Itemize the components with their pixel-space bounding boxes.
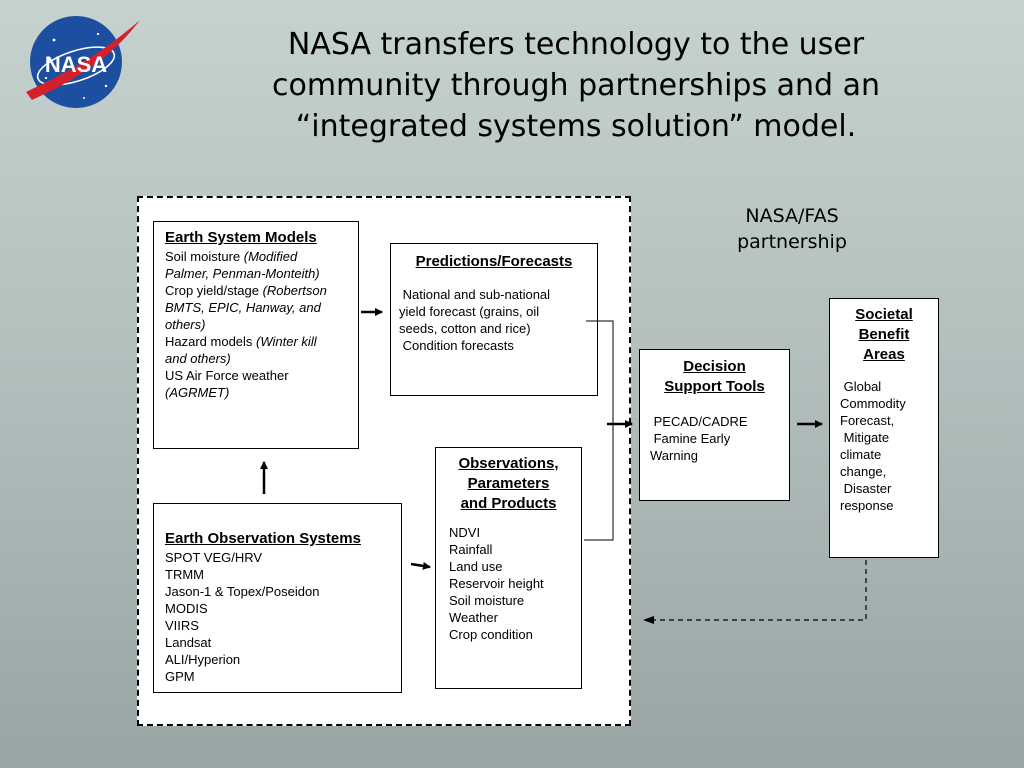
- predictions-forecasts-box: Predictions/Forecasts National and sub-n…: [390, 243, 598, 396]
- text: Crop yield/stage: [165, 283, 263, 298]
- list-item: MODIS: [165, 601, 208, 616]
- italic-text: (Modified: [243, 249, 298, 264]
- svg-text:NASA: NASA: [45, 52, 107, 77]
- partnership-label-line: NASA/FAS: [745, 205, 839, 227]
- box-heading: Decision Support Tools: [640, 357, 789, 397]
- box-line: US Air Force weather: [165, 367, 358, 384]
- list-item: Mitigate: [840, 430, 890, 445]
- list-item: Soil moisture: [449, 593, 525, 608]
- heading-line: Benefit: [858, 326, 910, 343]
- italic-text: others): [165, 317, 206, 332]
- list-item: Jason-1 & Topex/Poseidon: [165, 584, 320, 599]
- box-body: SPOT VEG/HRV TRMM Jason-1 & Topex/Poseidon…: [165, 549, 401, 685]
- list-item: response: [840, 498, 894, 513]
- box-line: Palmer, Penman-Monteith): [165, 265, 358, 282]
- italic-text: BMTS, EPIC, Hanway, and: [165, 300, 321, 315]
- list-item: Weather: [449, 610, 498, 625]
- list-item: change,: [840, 464, 887, 479]
- box-line: Hazard models (Winter kill: [165, 333, 358, 350]
- partnership-label: NASA/FAS partnership: [712, 203, 872, 255]
- list-item: NDVI: [449, 525, 481, 540]
- italic-text: and others): [165, 351, 231, 366]
- list-item: VIIRS: [165, 618, 199, 633]
- box-line: Condition forecasts: [399, 338, 514, 353]
- list-item: Crop condition: [449, 627, 533, 642]
- list-item: Warning: [650, 448, 698, 463]
- list-item: Rainfall: [449, 542, 493, 557]
- box-line: (AGRMET): [165, 384, 358, 401]
- box-line: and others): [165, 350, 358, 367]
- text: Hazard models: [165, 334, 257, 349]
- partnership-label-line: partnership: [737, 231, 847, 253]
- heading-line: Areas: [863, 346, 905, 363]
- italic-text: Palmer, Penman-Monteith): [165, 266, 320, 281]
- list-item: Forecast,: [840, 413, 895, 428]
- slide-title: NASA transfers technology to the user co…: [238, 24, 914, 147]
- box-heading: Earth System Models: [165, 229, 317, 246]
- heading-line: and Products: [460, 495, 557, 512]
- box-line: BMTS, EPIC, Hanway, and: [165, 299, 358, 316]
- italic-text: (AGRMET): [165, 385, 230, 400]
- list-item: PECAD/CADRE: [650, 414, 748, 429]
- list-item: SPOT VEG/HRV: [165, 550, 263, 565]
- box-line: Soil moisture (Modified: [165, 248, 358, 265]
- heading-line: Parameters: [467, 475, 550, 492]
- list-item: GPM: [165, 669, 195, 684]
- box-heading: Observations, Parameters and Products: [436, 454, 581, 514]
- heading-line: Support Tools: [664, 378, 765, 395]
- title-line: NASA transfers technology to the user: [287, 27, 865, 62]
- text: US Air Force weather: [165, 368, 289, 383]
- list-item: Famine Early: [650, 431, 731, 446]
- heading-line: Observations,: [458, 455, 559, 472]
- list-item: climate: [840, 447, 882, 462]
- nasa-logo: NASA: [24, 14, 142, 112]
- feedback-dashed-line: [650, 560, 867, 621]
- list-item: Disaster: [840, 481, 892, 496]
- observations-parameters-products-box: Observations, Parameters and Products ND…: [435, 447, 582, 689]
- box-heading: Societal Benefit Areas: [830, 305, 938, 365]
- heading-line: Societal: [855, 306, 913, 323]
- list-item: Land use: [449, 559, 503, 574]
- list-item: ALI/Hyperion: [165, 652, 241, 667]
- box-heading: Earth Observation Systems: [165, 530, 361, 547]
- box-line: yield forecast (grains, oil: [399, 304, 540, 319]
- italic-text: (Winter kill: [256, 334, 317, 349]
- earth-observation-systems-box: Earth Observation Systems SPOT VEG/HRV TR…: [153, 503, 402, 693]
- box-line: National and sub-national: [399, 287, 551, 302]
- box-line: seeds, cotton and rice): [399, 321, 531, 336]
- italic-text: (Robertson: [262, 283, 327, 298]
- list-item: Reservoir height: [449, 576, 544, 591]
- title-line: community through partnerships and an: [271, 68, 880, 103]
- earth-system-models-box: Earth System Models Soil moisture (Modif…: [153, 221, 359, 449]
- list-item: Landsat: [165, 635, 212, 650]
- list-item: Global: [840, 379, 882, 394]
- box-line: others): [165, 316, 358, 333]
- decision-support-tools-box: Decision Support Tools PECAD/CADRE Famin…: [639, 349, 790, 501]
- box-line: Crop yield/stage (Robertson: [165, 282, 358, 299]
- list-item: Commodity: [840, 396, 906, 411]
- heading-line: Decision: [683, 358, 746, 375]
- title-line: “integrated systems solution” model.: [295, 109, 857, 144]
- text: Soil moisture: [165, 249, 244, 264]
- feedback-arrowhead: [643, 616, 654, 624]
- box-heading: Predictions/Forecasts: [415, 253, 573, 270]
- list-item: TRMM: [165, 567, 204, 582]
